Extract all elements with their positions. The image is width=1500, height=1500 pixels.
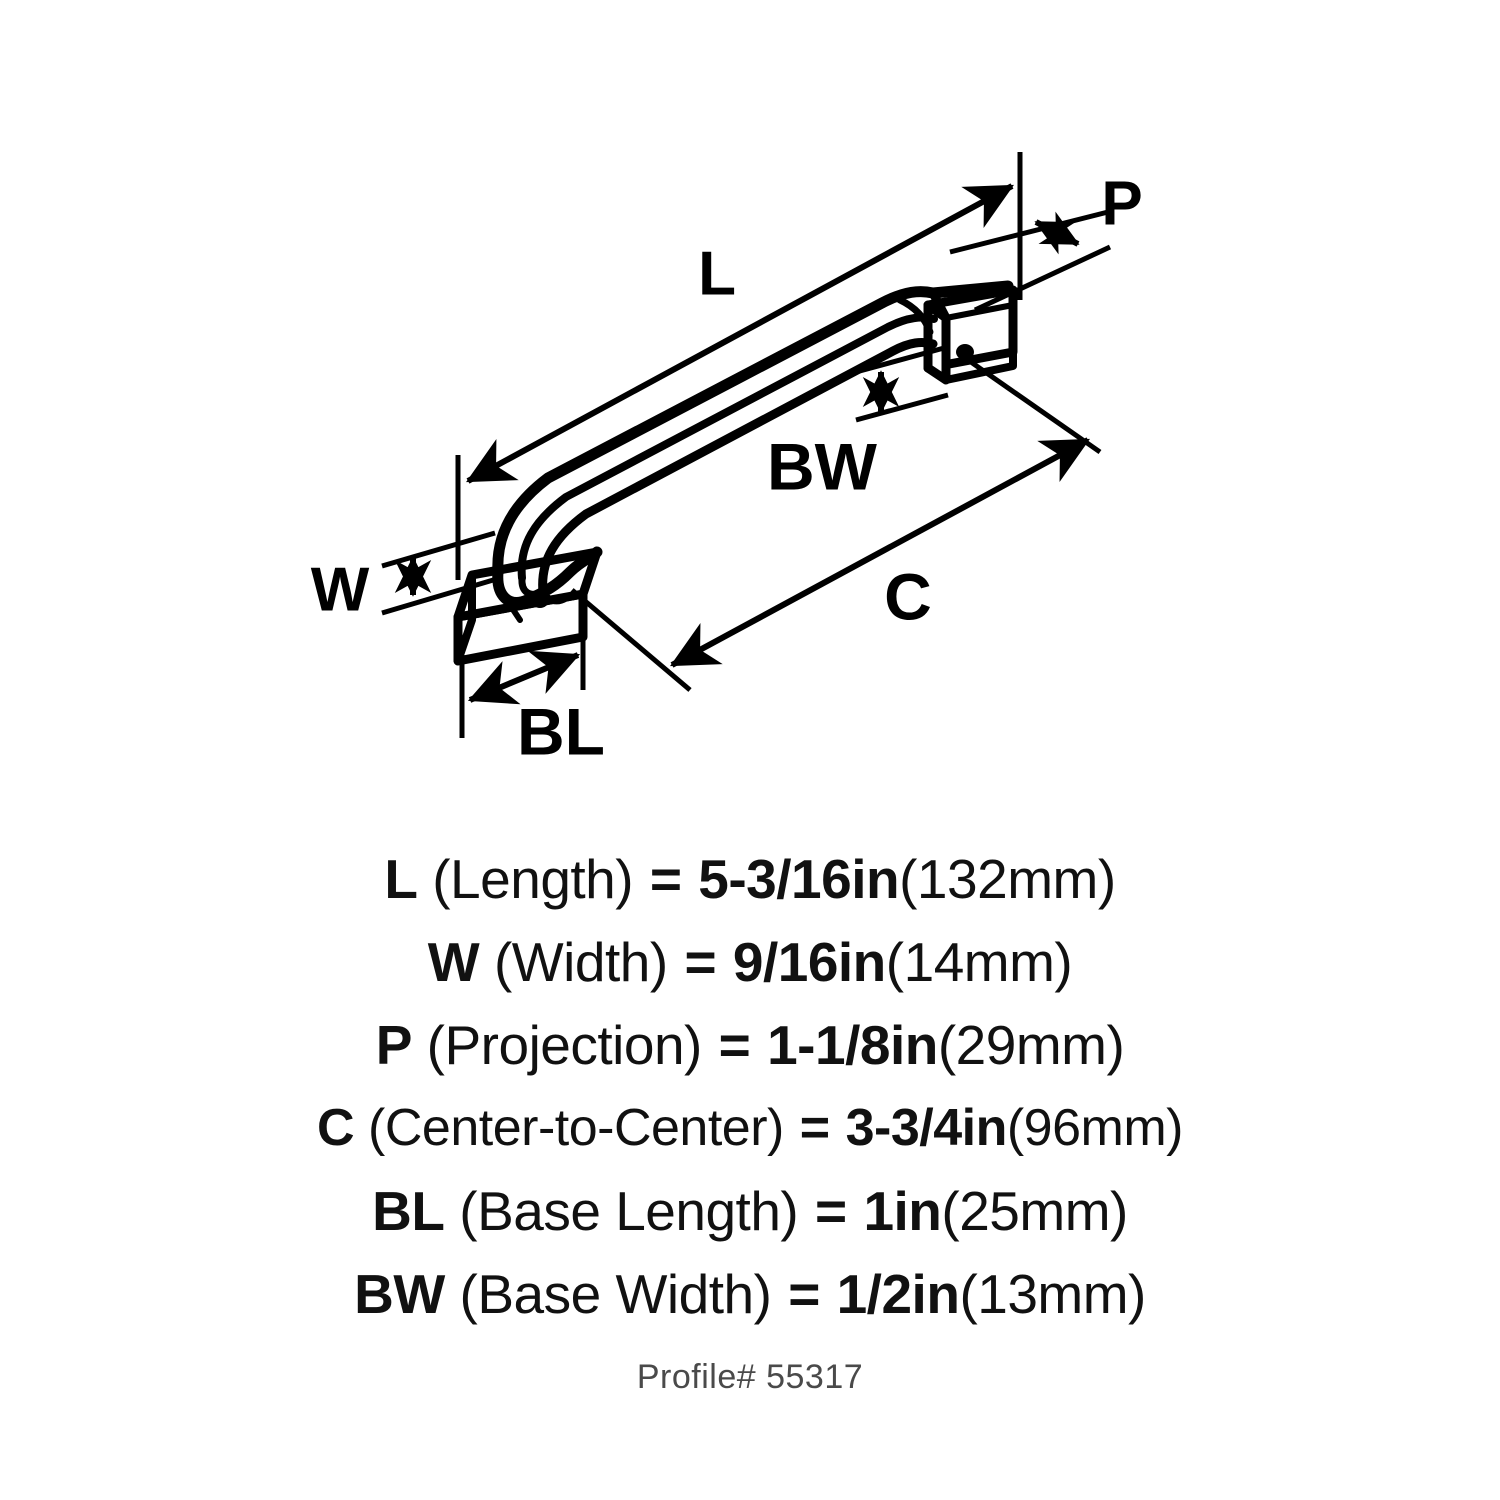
spec-name: (Base Width)	[459, 1263, 772, 1325]
width-extension-lower	[381, 575, 501, 616]
center-leader-right	[966, 357, 1102, 455]
dimension-length: L	[455, 152, 1023, 580]
dimension-width: W	[311, 530, 501, 624]
spec-value-mm: (132mm)	[899, 848, 1116, 910]
center-dimension-line	[670, 437, 1090, 668]
spec-name: (Base Length)	[459, 1180, 799, 1242]
length-dimension-line	[466, 183, 1014, 484]
spec-symbol: P	[375, 1014, 413, 1076]
dimension-base-width: BW	[767, 345, 949, 503]
dimension-projection: P	[949, 169, 1143, 313]
center-leader-left	[570, 588, 692, 692]
spec-value-inches: 3-3/4in	[845, 1099, 1008, 1157]
spec-value-mm: (25mm)	[941, 1180, 1128, 1242]
spec-row-width: W (Width) = 9/16in(14mm)	[0, 921, 1500, 1004]
spec-value-inches: 5-3/16in	[698, 848, 900, 910]
length-label: L	[698, 239, 736, 308]
spec-value-inches: 1/2in	[836, 1263, 960, 1325]
spec-name: (Width)	[493, 931, 668, 993]
profile-number: Profile# 55317	[636, 1358, 864, 1396]
spec-equals: =	[799, 1099, 830, 1157]
spec-name: (Center-to-Center)	[368, 1099, 784, 1157]
spec-value-inches: 1-1/8in	[767, 1014, 938, 1076]
base-width-extension-upper	[855, 345, 945, 375]
spec-symbol: BL	[372, 1180, 445, 1242]
projection-label: P	[1101, 169, 1142, 238]
spec-row-base-width: BW (Base Width) = 1/2in(13mm)	[0, 1253, 1500, 1336]
drawing-area: L P W BW	[311, 152, 1143, 768]
spec-equals: =	[649, 848, 682, 910]
spec-value-mm: (13mm)	[959, 1263, 1146, 1325]
projection-extension-lower	[973, 244, 1112, 313]
base-length-label: BL	[517, 694, 605, 768]
spec-equals: =	[815, 1180, 847, 1242]
spec-symbol: C	[317, 1099, 355, 1157]
left-foot-crease	[497, 587, 523, 623]
right-base-screw-hole	[956, 344, 974, 360]
spec-value-mm: (14mm)	[885, 931, 1073, 993]
left-transition-front	[539, 588, 570, 605]
projection-dimension-line	[1034, 211, 1080, 255]
spec-equals: =	[718, 1014, 751, 1076]
base-width-label: BW	[767, 429, 878, 503]
spec-symbol: W	[427, 931, 480, 993]
spec-symbol: BW	[354, 1263, 445, 1325]
left-base-side-edge	[454, 575, 476, 663]
spec-row-base-length: BL (Base Length) = 1in(25mm)	[0, 1170, 1500, 1253]
spec-value-mm: (29mm)	[937, 1014, 1125, 1076]
dimension-base-length: BL	[459, 592, 605, 768]
spec-equals: =	[684, 931, 717, 993]
spec-name: (Length)	[432, 848, 634, 910]
center-to-center-label: C	[884, 559, 932, 633]
specification-list: L (Length) = 5-3/16in(132mm) W (Width) =…	[0, 838, 1500, 1336]
spec-row-length: L (Length) = 5-3/16in(132mm)	[0, 838, 1500, 921]
projection-extension-upper	[949, 209, 1109, 255]
width-extension-upper	[381, 530, 496, 569]
left-transition-inner	[518, 574, 545, 598]
handle-drawing-svg: L P W BW	[311, 152, 1143, 768]
spec-value-inches: 9/16in	[732, 931, 886, 993]
base-length-dimension-line	[467, 650, 581, 705]
base-width-extension-lower	[855, 392, 949, 423]
spec-row-center-to-center: C (Center-to-Center) = 3-3/4in(96mm)	[0, 1087, 1500, 1170]
spec-row-projection: P (Projection) = 1-1/8in(29mm)	[0, 1004, 1500, 1087]
spec-name: (Projection)	[426, 1014, 703, 1076]
spec-equals: =	[788, 1263, 820, 1325]
spec-symbol: L	[384, 848, 418, 910]
spec-value-inches: 1in	[863, 1180, 942, 1242]
width-label: W	[311, 555, 370, 624]
dimension-center-to-center: C	[570, 357, 1102, 692]
spec-value-mm: (96mm)	[1006, 1099, 1184, 1157]
